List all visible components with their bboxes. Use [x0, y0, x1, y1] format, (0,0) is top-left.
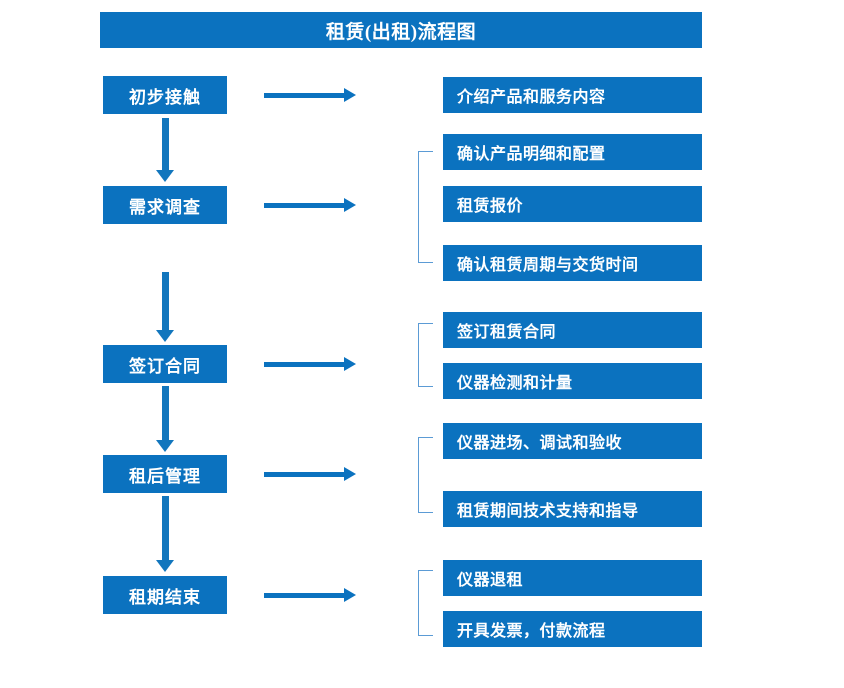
- arrow-shaft: [162, 118, 169, 170]
- detail-box-5[interactable]: 签订租赁合同: [443, 312, 702, 348]
- detail-box-4[interactable]: 确认租赁周期与交货时间: [443, 245, 702, 281]
- arrow-shaft: [264, 203, 346, 208]
- stage-box-3[interactable]: 签订合同: [103, 345, 227, 383]
- horizontal-arrow-1: [264, 88, 356, 102]
- group-bracket-2: [418, 151, 433, 263]
- arrow-shaft: [264, 593, 346, 598]
- detail-box-7[interactable]: 仪器进场、调试和验收: [443, 423, 702, 459]
- detail-box-8[interactable]: 租赁期间技术支持和指导: [443, 491, 702, 527]
- vertical-arrow-4: [156, 496, 174, 572]
- stage-box-4[interactable]: 租后管理: [103, 455, 227, 493]
- detail-box-1[interactable]: 介绍产品和服务内容: [443, 77, 702, 113]
- arrow-head: [344, 198, 356, 212]
- detail-box-10[interactable]: 开具发票，付款流程: [443, 611, 702, 647]
- vertical-arrow-3: [156, 386, 174, 452]
- group-bracket-3: [418, 323, 433, 387]
- arrow-head: [156, 440, 174, 452]
- arrow-shaft: [264, 93, 346, 98]
- arrow-head: [156, 170, 174, 182]
- horizontal-arrow-3: [264, 357, 356, 371]
- horizontal-arrow-5: [264, 588, 356, 602]
- horizontal-arrow-2: [264, 198, 356, 212]
- vertical-arrow-1: [156, 118, 174, 182]
- arrow-head: [344, 357, 356, 371]
- arrow-shaft: [162, 496, 169, 560]
- arrow-head: [156, 560, 174, 572]
- arrow-shaft: [264, 362, 346, 367]
- group-bracket-5: [418, 570, 433, 636]
- arrow-head: [344, 467, 356, 481]
- arrow-shaft: [162, 272, 169, 330]
- detail-box-6[interactable]: 仪器检测和计量: [443, 363, 702, 399]
- arrow-head: [156, 330, 174, 342]
- vertical-arrow-2: [156, 272, 174, 342]
- stage-box-1[interactable]: 初步接触: [103, 76, 227, 114]
- detail-box-2[interactable]: 确认产品明细和配置: [443, 134, 702, 170]
- stage-box-2[interactable]: 需求调查: [103, 186, 227, 224]
- page-title: 租赁(出租)流程图: [100, 12, 702, 48]
- arrow-shaft: [264, 472, 346, 477]
- stage-box-5[interactable]: 租期结束: [103, 576, 227, 614]
- group-bracket-4: [418, 437, 433, 513]
- detail-box-9[interactable]: 仪器退租: [443, 560, 702, 596]
- detail-box-3[interactable]: 租赁报价: [443, 186, 702, 222]
- arrow-head: [344, 88, 356, 102]
- arrow-head: [344, 588, 356, 602]
- arrow-shaft: [162, 386, 169, 440]
- horizontal-arrow-4: [264, 467, 356, 481]
